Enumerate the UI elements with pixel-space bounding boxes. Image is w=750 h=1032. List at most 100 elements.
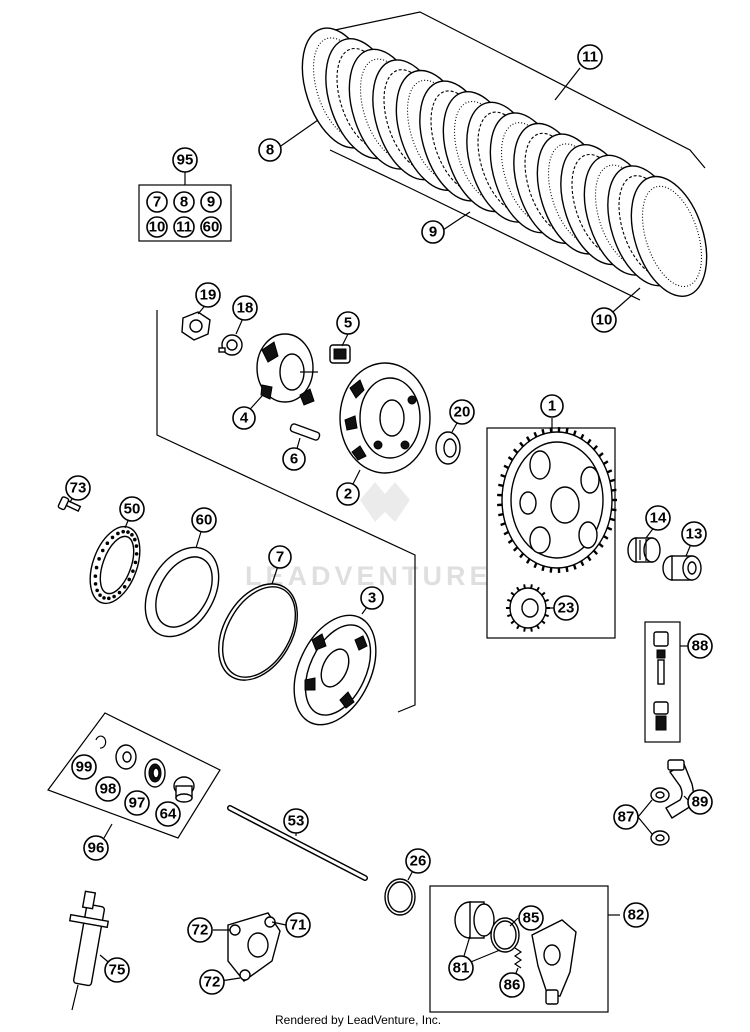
callout-99: 99 [71, 754, 97, 780]
callout-95: 95 [172, 147, 198, 173]
banjo-fitting-89-part [665, 759, 695, 819]
callout-7: 7 [268, 545, 292, 569]
callout-label: 95 [177, 152, 194, 169]
clutch-plate [630, 175, 708, 297]
callout-label: 14 [650, 510, 667, 527]
screw-73-part [57, 496, 82, 512]
callout-50: 50 [119, 496, 145, 522]
leader-lines [69, 67, 695, 984]
o-ring-26-part [384, 878, 416, 916]
watermark: LEADVENTURE [245, 482, 488, 591]
clutch-basket-box [486, 427, 617, 639]
slave-cylinder-82-box [429, 885, 609, 1013]
callout-75: 75 [104, 957, 130, 983]
callout-87: 87 [613, 804, 639, 830]
callout-10: 10 [591, 307, 617, 333]
callout-71: 71 [285, 912, 311, 938]
bearing-97-part [144, 758, 166, 788]
callout-label: 20 [454, 404, 471, 421]
callout-97: 97 [124, 790, 150, 816]
o-ring-7-part [218, 583, 298, 681]
callout-8: 8 [258, 138, 282, 162]
kit-95-item: 7 [146, 191, 168, 213]
callout-64: 64 [155, 801, 181, 827]
kit-95-item: 11 [173, 216, 195, 238]
kit-95-item: 60 [200, 216, 222, 238]
slave-housing-part [531, 919, 577, 1005]
callout-1: 1 [540, 394, 564, 418]
spring-86-part [513, 947, 523, 969]
grease-tube-75-part [68, 890, 110, 1011]
kit-95-item-label: 60 [203, 219, 220, 236]
kit-95-item-label: 7 [153, 194, 161, 211]
callout-label: 7 [276, 549, 284, 566]
callout-label: 81 [453, 960, 470, 977]
washer-87-part [650, 787, 670, 846]
seal-85-part [490, 917, 520, 953]
callout-13: 13 [681, 521, 707, 547]
pin-6-part [289, 423, 321, 441]
callout-82: 82 [623, 902, 649, 928]
callout-label: 85 [523, 910, 540, 927]
clutch-basket-1-part [497, 427, 617, 573]
kit-95-item: 8 [173, 191, 195, 213]
callout-label: 26 [410, 853, 427, 870]
inner-hub-2-part [339, 362, 431, 474]
clutch-center-group [156, 310, 461, 713]
callout-label: 4 [240, 410, 249, 427]
callout-label: 10 [596, 312, 613, 329]
friction-ring-50-part [89, 525, 141, 605]
callout-14: 14 [645, 505, 671, 531]
gear-23-part [506, 584, 550, 632]
callout-23: 23 [553, 595, 579, 621]
callout-label: 5 [344, 315, 352, 332]
bushing-14-part [627, 537, 661, 563]
callout-label: 13 [686, 526, 703, 543]
callout-label: 64 [160, 806, 177, 823]
callout-label: 1 [548, 398, 556, 415]
callout-3: 3 [360, 586, 384, 610]
pressure-plate-3-part [293, 614, 377, 726]
callout-label: 6 [290, 451, 298, 468]
nut-19-part [181, 311, 211, 341]
lock-washer-18-part [218, 334, 243, 356]
callout-label: 87 [618, 809, 635, 826]
callout-18: 18 [232, 295, 258, 321]
callout-88: 88 [687, 633, 713, 659]
slave-cover-part [227, 912, 281, 982]
kit-95-item: 9 [200, 191, 222, 213]
callout-73: 73 [65, 475, 91, 501]
callout-89: 89 [687, 789, 713, 815]
bleeder-valve-part [653, 631, 669, 731]
callout-81: 81 [448, 955, 474, 981]
callout-60: 60 [191, 507, 217, 533]
washer-20-part [435, 431, 461, 465]
callout-2: 2 [336, 482, 360, 506]
callout-label: 97 [129, 795, 146, 812]
footer-credit: Rendered by LeadVenture, Inc. [275, 1013, 441, 1027]
callout-96: 96 [83, 835, 109, 861]
callout-5: 5 [336, 311, 360, 335]
callout-9: 9 [421, 220, 445, 244]
callout-98: 98 [95, 776, 121, 802]
callout-4: 4 [232, 406, 256, 430]
callout-26: 26 [405, 848, 431, 874]
callout-label: 2 [344, 486, 352, 503]
callout-label: 23 [558, 600, 575, 617]
pressure-cam-4-part [256, 333, 318, 406]
callout-label: 11 [582, 49, 598, 66]
pressure-piece-5-part [329, 344, 351, 364]
callout-label: 73 [70, 480, 87, 497]
callout-label: 18 [237, 300, 254, 317]
kit-95-item-label: 9 [207, 194, 215, 211]
bleeder-88-box [644, 621, 681, 743]
bearing-13-part [662, 555, 702, 581]
callout-label: 9 [429, 224, 437, 241]
clutch-plate-stack [301, 11, 708, 301]
callout-85: 85 [518, 905, 544, 931]
callout-label: 89 [692, 794, 709, 811]
callout-label: 72 [192, 922, 209, 939]
callout-label: 96 [88, 840, 105, 857]
callout-label: 86 [504, 977, 521, 994]
